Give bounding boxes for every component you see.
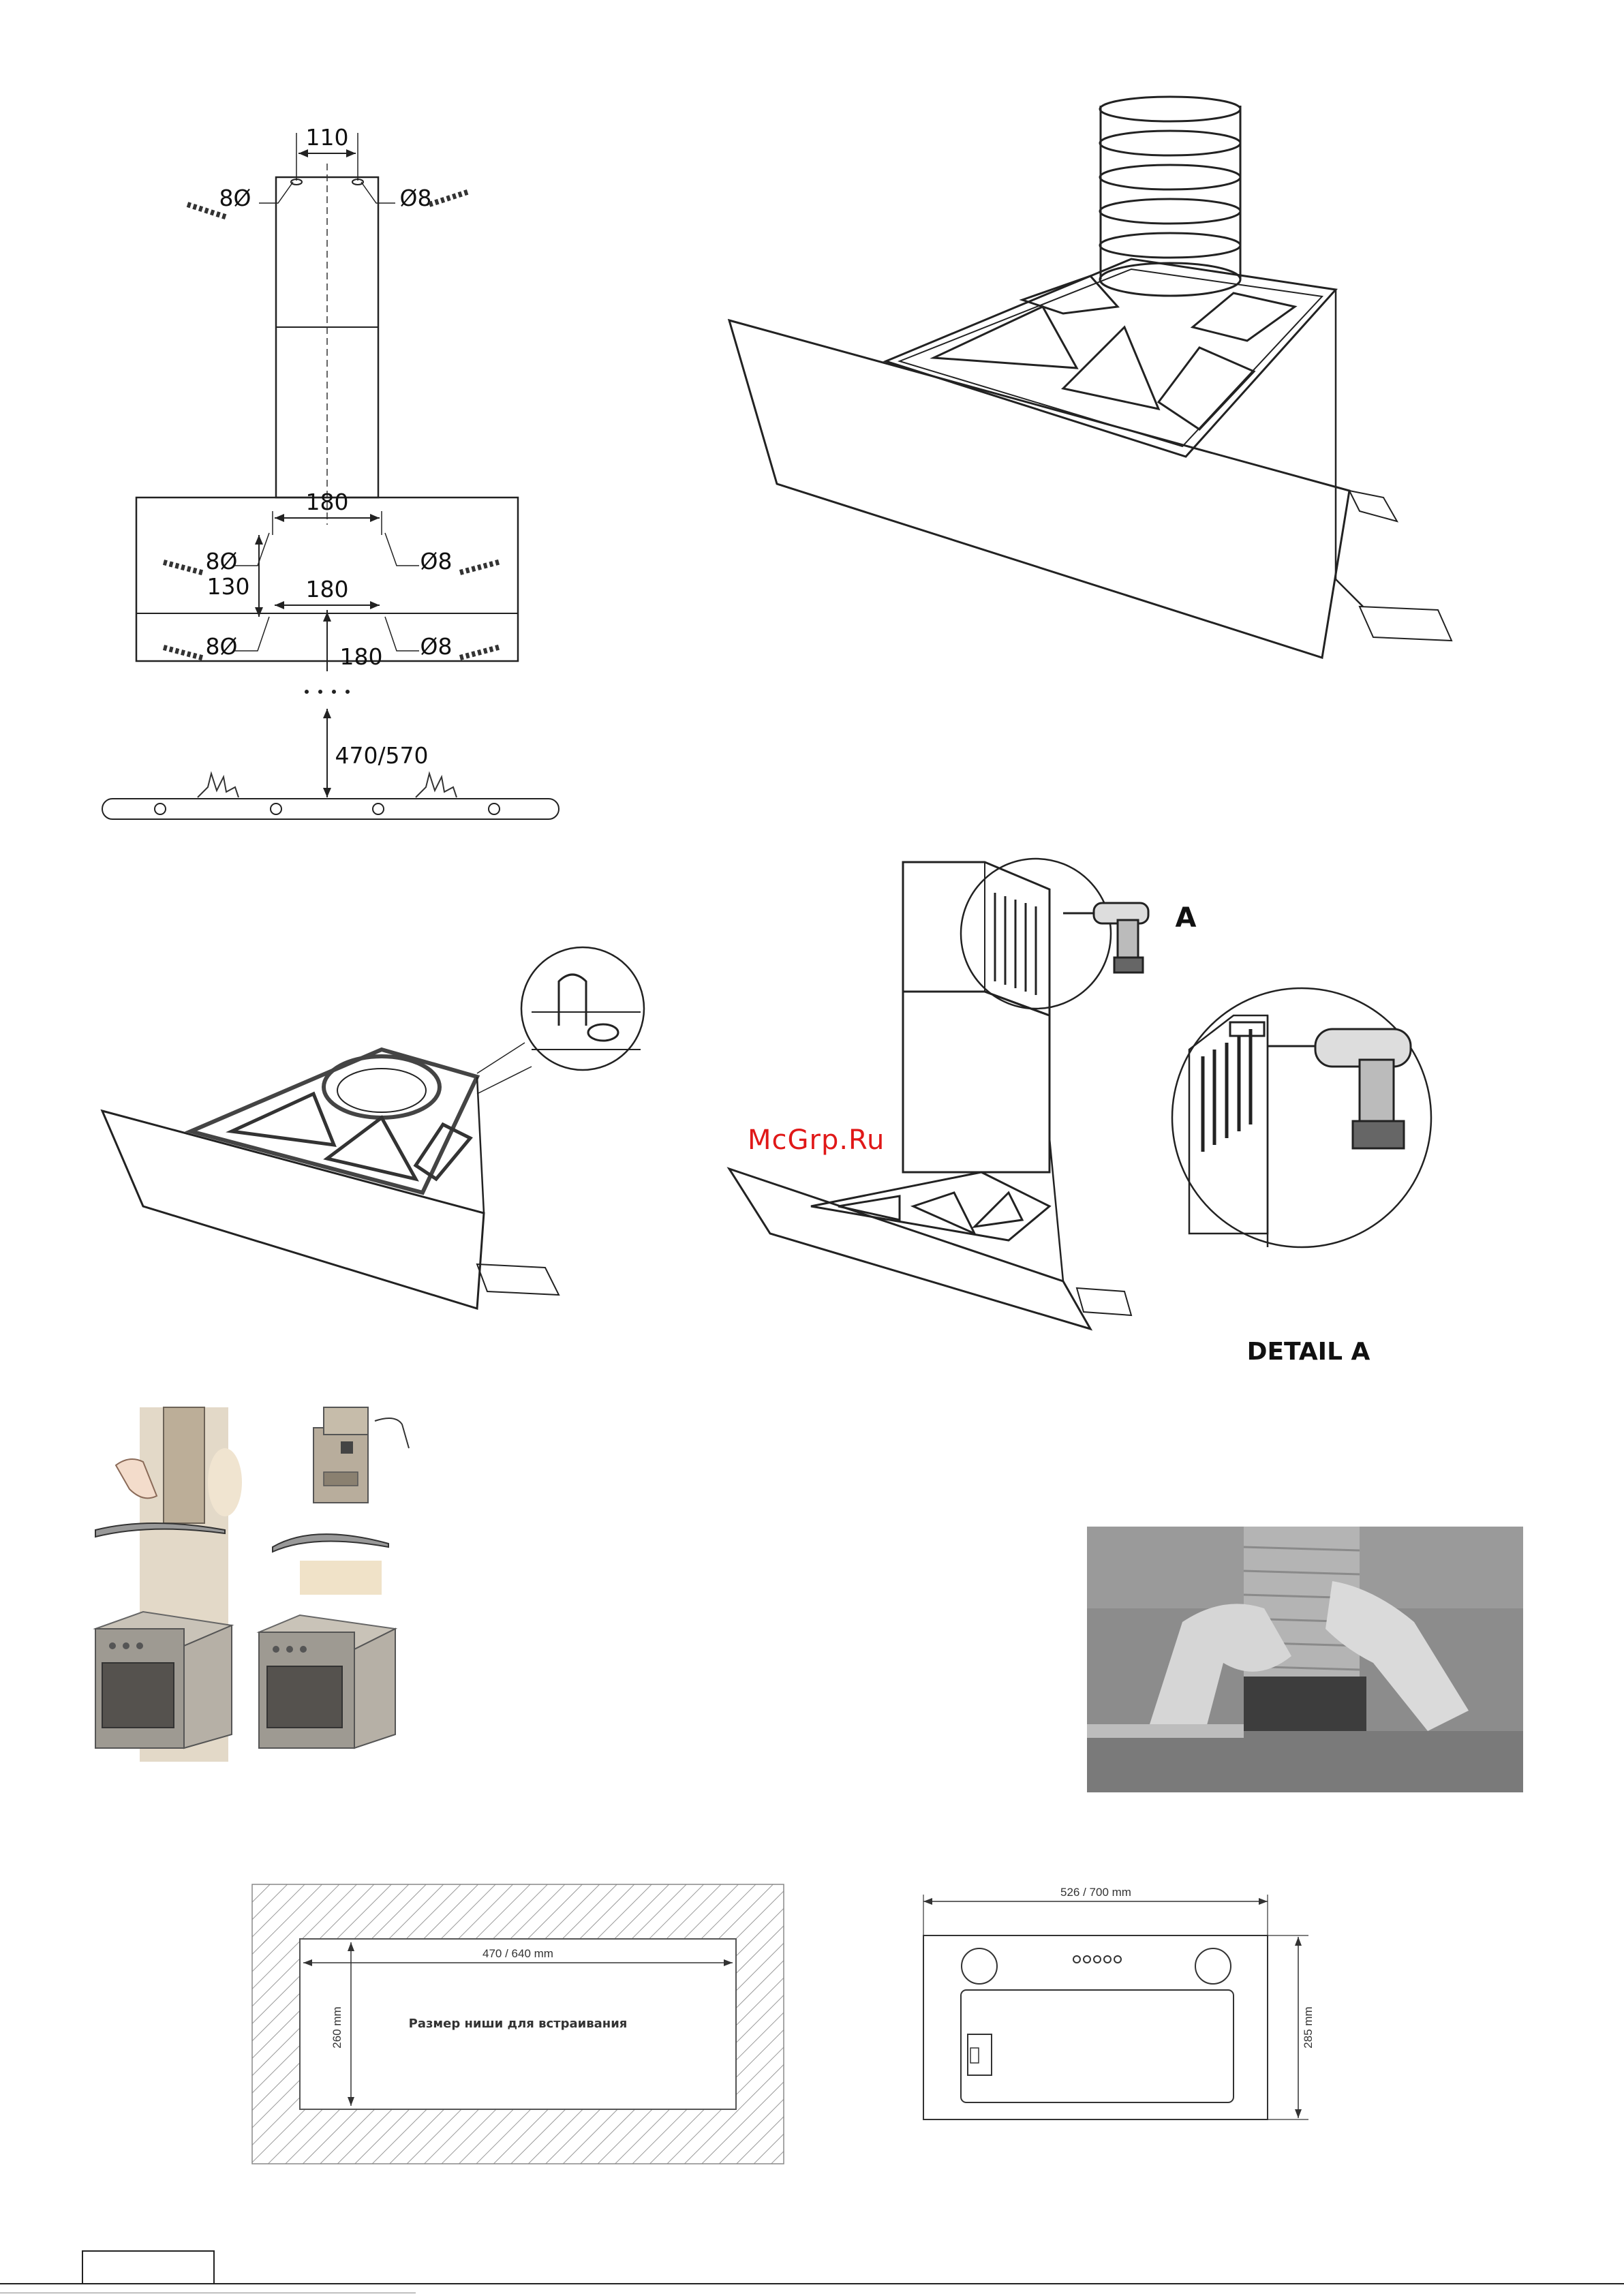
screw-icon xyxy=(460,647,500,658)
hood-with-duct-illustration xyxy=(722,102,1458,682)
duct-connection-photo xyxy=(1087,1527,1523,1792)
watermark-text: McGrp.Ru xyxy=(748,1124,885,1156)
dim-180-vertical: 180 xyxy=(340,643,383,670)
callout-letter-a: A xyxy=(1176,902,1197,934)
niche-height-label: 260 mm xyxy=(331,2006,343,2048)
hood-top-detail-illustration xyxy=(95,947,661,1315)
footer-rule xyxy=(0,2283,1624,2284)
hood-width-label: 526 / 700 mm xyxy=(1060,1886,1131,1899)
niche-width-label: 470 / 640 mm xyxy=(482,1947,553,1960)
dim-180-lower: 180 xyxy=(306,576,349,602)
hood-plan-diagram: 526 / 700 mm 285 mm xyxy=(920,1881,1329,2133)
detail-a-label: DETAIL A xyxy=(1247,1338,1370,1366)
screw-label-mid-left: 8Ø xyxy=(206,548,238,575)
screw-icon xyxy=(460,562,500,572)
screw-label-top-right: Ø8 xyxy=(400,185,432,211)
chimney-drill-illustration: A D xyxy=(722,852,1472,1370)
screw-icon xyxy=(429,192,468,204)
screw-label-top-left: 8Ø xyxy=(219,185,251,211)
niche-caption: Размер ниши для встраивания xyxy=(409,2017,628,2031)
footer-tab-top xyxy=(82,2250,215,2252)
dim-180-upper: 180 xyxy=(306,489,349,515)
hood-height-label: 285 mm xyxy=(1302,2006,1315,2048)
screw-label-low-right: Ø8 xyxy=(420,633,453,660)
screw-label-mid-right: Ø8 xyxy=(420,548,453,575)
dim-130: 130 xyxy=(207,573,250,600)
screw-icon xyxy=(164,647,203,658)
footer-tab-right xyxy=(213,2250,215,2284)
footer-tab-left xyxy=(82,2250,83,2284)
kitchen-installation-illustration xyxy=(89,1407,477,1775)
dim-110: 110 xyxy=(306,124,349,151)
niche-size-diagram: 470 / 640 mm 260 mm Размер ниши для встр… xyxy=(252,1884,784,2164)
screw-label-low-left: 8Ø xyxy=(206,633,238,660)
screw-icon xyxy=(164,562,203,573)
dim-470-570: 470/570 xyxy=(335,742,428,769)
mounting-dimension-diagram: 110 8Ø Ø8 180 8Ø Ø8 xyxy=(95,116,572,825)
